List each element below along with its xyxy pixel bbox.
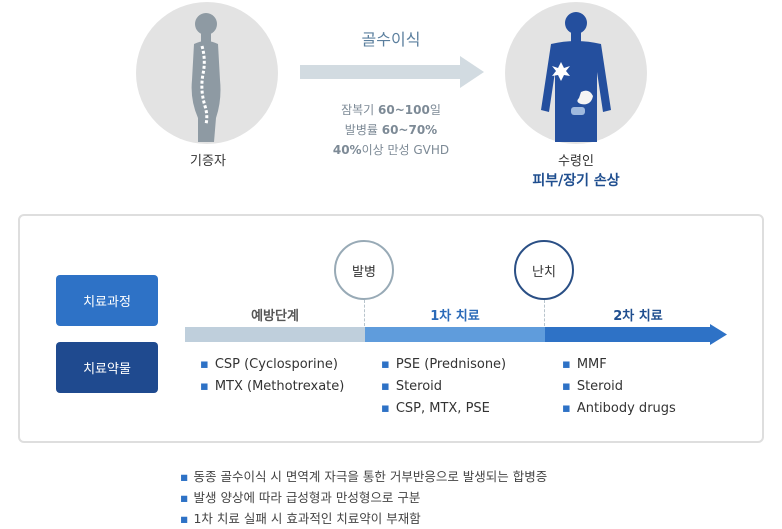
recipient-effect: 피부/장기 손상 (500, 170, 652, 190)
phase-prevention-label: 예방단계 (185, 305, 365, 324)
drug-item: CSP (Cyclosporine) (200, 354, 344, 376)
onset-milestone: 발병 (334, 240, 394, 300)
note-item: 1차 치료 실패 시 효과적인 치료약이 부재함 (180, 508, 547, 529)
drug-item: Antibody drugs (562, 398, 676, 420)
drug-item: Steroid (381, 376, 506, 398)
transplant-arrow-icon (300, 56, 484, 88)
drug-item: CSP, MTX, PSE (381, 398, 506, 420)
stat-latency: 잠복기 60~100일 (290, 100, 492, 120)
donor-label: 기증자 (170, 150, 246, 169)
drug-item: MTX (Methotrexate) (200, 376, 344, 398)
stat-chronic: 40%이상 만성 GVHD (290, 140, 492, 160)
transplant-title: 골수이식 (300, 26, 482, 50)
timeline-arrowhead-icon (710, 324, 727, 345)
timeline-segment-first-line (365, 327, 545, 342)
first-line-drug-list: PSE (Prednisone) Steroid CSP, MTX, PSE (381, 354, 506, 420)
timeline-segment-prevention (185, 327, 365, 342)
phase-first-line-label: 1차 치료 (365, 305, 545, 324)
stat-incidence: 발병률 60~70% (290, 120, 492, 140)
recipient-figure-icon (531, 10, 621, 144)
gvhd-notes: 동종 골수이식 시 면역계 자극을 통한 거부반응으로 발생되는 합병증 발생 … (180, 466, 547, 529)
drug-item: MMF (562, 354, 676, 376)
recipient-label: 수령인 (535, 150, 617, 169)
second-line-drug-list: MMF Steroid Antibody drugs (562, 354, 676, 420)
treatment-drugs-label: 치료약물 (56, 342, 158, 393)
note-item: 발생 양상에 따라 급성형과 만성형으로 구분 (180, 487, 547, 508)
refractory-milestone: 난치 (514, 240, 574, 300)
timeline-segment-second-line (545, 327, 711, 342)
treatment-process-label: 치료과정 (56, 275, 158, 326)
treatment-timeline (185, 324, 727, 346)
transplant-stats: 잠복기 60~100일 발병률 60~70% 40%이상 만성 GVHD (290, 100, 492, 160)
prevention-drug-list: CSP (Cyclosporine) MTX (Methotrexate) (200, 354, 344, 398)
phase-second-line-label: 2차 치료 (548, 305, 728, 324)
donor-figure-icon (176, 10, 236, 144)
drug-item: Steroid (562, 376, 676, 398)
drug-item: PSE (Prednisone) (381, 354, 506, 376)
note-item: 동종 골수이식 시 면역계 자극을 통한 거부반응으로 발생되는 합병증 (180, 466, 547, 487)
